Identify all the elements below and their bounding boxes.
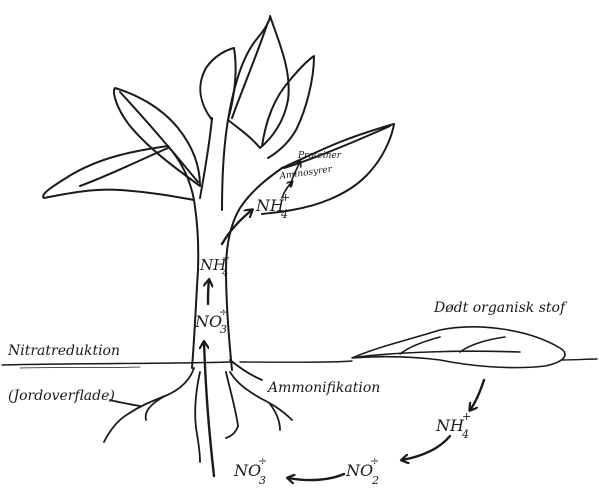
formula-leaf-ammonium: NH + 4 [255,191,290,221]
plant-roots [104,360,292,462]
label-dead-organic-matter: Dødt organisk stof [433,300,568,316]
arrow-dead-to-ammonium [470,380,484,410]
label-proteins: Proteiner [297,151,342,161]
label-soil-surface: (Jordoverflade) [8,388,115,404]
svg-text:3: 3 [220,323,227,336]
arrow-ammonium-to-nitrite [402,436,450,460]
arrow-nitrite-to-nitrate [288,474,344,480]
svg-text:+: + [281,191,290,204]
svg-text:3: 3 [259,474,266,487]
svg-text:+: + [462,410,471,423]
label-nitrate-reduction: Nitratreduktion [7,343,120,359]
arrow-nitrate-to-ammonium [208,280,209,304]
formula-soil-ammonium: NH + 4 [435,410,471,441]
svg-text:NH: NH [435,416,465,435]
svg-text:+: + [222,253,230,264]
plant-leaves [43,16,394,214]
formula-stem-nitrate: NO ÷ 3 [194,306,228,336]
svg-text:NO: NO [233,461,261,480]
svg-text:2: 2 [371,474,379,487]
formula-soil-nitrate: NO ÷ 3 [233,455,267,487]
svg-text:4: 4 [461,428,469,441]
svg-text:NO: NO [194,312,222,331]
svg-text:NO: NO [345,461,373,480]
label-ammonification: Ammonifikation [266,380,380,396]
svg-text:÷: ÷ [370,455,379,468]
svg-text:÷: ÷ [258,455,267,468]
svg-text:4: 4 [221,268,228,279]
formula-stem-ammonium: NH + 4 [199,253,230,279]
soil-surface-line [2,359,597,368]
formula-soil-nitrite: NO ÷ 2 [345,455,379,487]
svg-text:4: 4 [280,208,288,221]
dead-leaf [352,327,565,368]
svg-text:÷: ÷ [219,306,228,319]
